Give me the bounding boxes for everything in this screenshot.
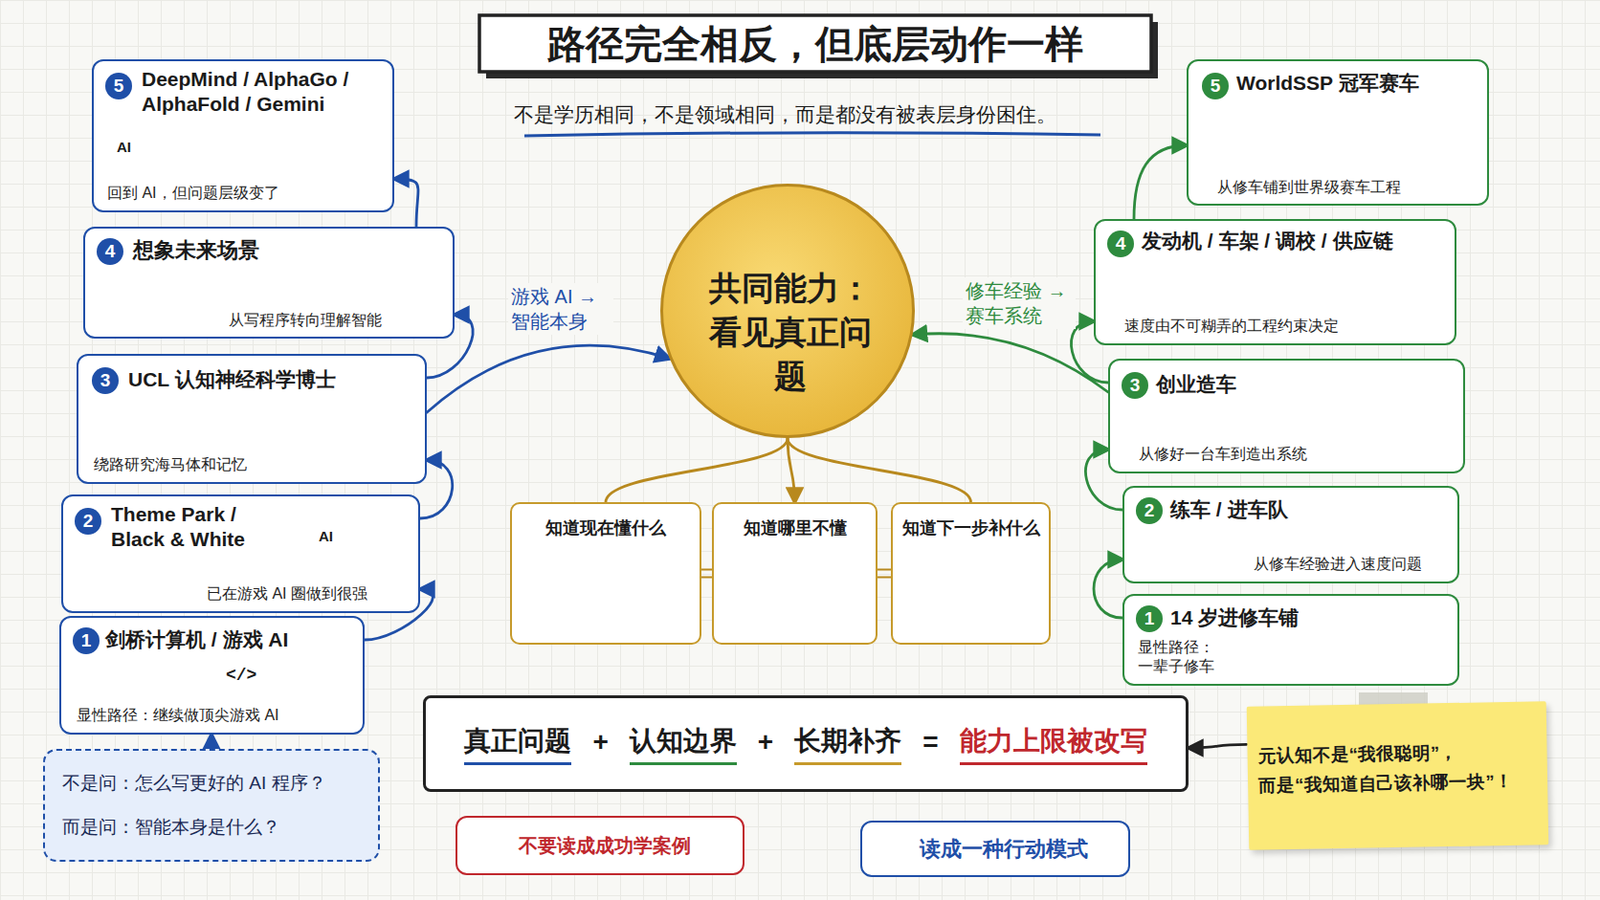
box-heading: DeepMind / AlphaGo / AlphaFold / Gemini <box>141 66 381 118</box>
icon-label: AI <box>318 529 334 546</box>
connector <box>877 570 891 578</box>
box-text: + <box>757 727 774 761</box>
icon-label: </> <box>225 666 257 687</box>
process-box: 4 发动机 / 车架 / 调校 / 供应链速度由不可糊弄的工程约束决定 <box>1093 219 1457 346</box>
ability-box: 知道下一步补什么 <box>890 502 1051 645</box>
title-frame <box>479 15 1152 72</box>
box-text: 知道哪里不懂 <box>713 517 876 540</box>
box-heading: Theme Park / Black & White <box>111 502 284 554</box>
box-text: 知道现在懂什么 <box>511 517 700 540</box>
box-text: 从修车铺到世界级赛车工程 <box>1217 177 1401 198</box>
callout-number: 1 <box>1135 605 1163 633</box>
callout-number: 2 <box>1135 497 1163 525</box>
title-frame <box>479 15 1158 79</box>
box-heading: 想象未来场景 <box>133 237 260 265</box>
caption-underline <box>524 133 1101 136</box>
box-heading: UCL 认知神经科学博士 <box>128 367 336 393</box>
box-text: 从修车经验进入速度问题 <box>1253 555 1423 575</box>
process-box: 5 DeepMind / AlphaGo / AlphaFold / Gemini… <box>91 59 395 213</box>
box-text: 显性路径： 一辈子修车 <box>1137 638 1244 677</box>
connector <box>1133 145 1187 220</box>
box-text: 回到 AI，但问题层级变了 <box>107 183 280 203</box>
box-text: 长期补齐 <box>794 723 902 766</box>
process-box: 3创业造车从修好一台车到造出系统 <box>1108 358 1466 474</box>
icon-label: AI <box>116 139 132 156</box>
callout-number: 4 <box>1107 230 1134 258</box>
connector <box>605 438 788 503</box>
process-box: 3 UCL 认知神经科学博士绕路研究海马体和记忆 <box>76 354 427 485</box>
box-heading: 练车 / 进车队 <box>1170 497 1289 523</box>
box-text: 不要读成成功学案例 <box>518 834 691 859</box>
edge-label: 修车经验 → 赛车系统 <box>962 277 1076 330</box>
box-text: 速度由不可糊弄的工程约束决定 <box>1124 316 1339 336</box>
box-text: = <box>922 727 938 761</box>
edge-label: 游戏 AI → 智能本身 <box>508 283 614 335</box>
callout-number: 3 <box>91 367 119 395</box>
process-box: 1 14 岁进修车铺显性路径： 一辈子修车 <box>1122 594 1460 687</box>
warning-box: 不要读成成功学案例 <box>455 816 745 876</box>
process-box: 1剑桥计算机 / 游戏 AI 显性路径：继续做顶尖游戏 AI <box>59 616 365 735</box>
box-heading: 14 岁进修车铺 <box>1170 605 1299 631</box>
box-text: 能力上限被改写 <box>959 723 1148 766</box>
title-text: 路径完全相反，但底层动作一样 <box>479 17 1152 71</box>
callout-number: 3 <box>1121 372 1149 400</box>
connector <box>787 438 972 503</box>
formula-box: 真正问题 + 认知边界 + 长期补齐 = 能力上限被改写 <box>422 695 1189 793</box>
box-text: 读成一种行动模式 <box>919 836 1089 864</box>
callout-number: 4 <box>96 238 124 266</box>
box-text: 知道下一步补什么 <box>892 517 1049 540</box>
box-heading: WorldSSP 冠军赛车 <box>1236 70 1420 96</box>
sticky-note: 元认知不是“我很聪明”， 而是“我知道自己该补哪一块”！ <box>1246 701 1550 850</box>
box-heading: 发动机 / 车架 / 调校 / 供应链 <box>1141 228 1394 254</box>
box-heading: 剑桥计算机 / 游戏 AI <box>105 627 289 653</box>
connector <box>426 345 670 413</box>
process-box: 2 Theme Park / Black & White 已在游戏 AI 圈做到很强 <box>61 494 421 614</box>
box-text: 共同能力： 看见真正问题 <box>699 266 882 400</box>
connector <box>1188 744 1247 749</box>
box-text: 不是问：怎么写更好的 AI 程序？ <box>62 772 327 796</box>
box-text: 元认知不是“我很聪明”， 而是“我知道自己该补哪一块”！ <box>1257 736 1533 802</box>
box-text: 绕路研究海马体和记忆 <box>93 455 247 475</box>
action-box: 读成一种行动模式 <box>860 821 1131 878</box>
box-text: 从修好一台车到造出系统 <box>1138 444 1308 465</box>
connector <box>210 734 214 750</box>
box-text: 显性路径：继续做顶尖游戏 AI <box>76 706 280 726</box>
process-box: 2 练车 / 进车队从修车经验进入速度问题 <box>1122 486 1460 584</box>
box-heading: 创业造车 <box>1155 372 1237 398</box>
box-text: 认知边界 <box>629 723 737 766</box>
box-text: 已在游戏 AI 圈做到很强 <box>206 584 368 604</box>
callout-number: 1 <box>72 627 100 655</box>
connector <box>701 570 712 578</box>
box-text: 而是问：智能本身是什么？ <box>62 816 281 840</box>
callout-number: 2 <box>74 508 102 535</box>
callout-number: 5 <box>1201 72 1229 100</box>
icon-label: ! <box>487 837 493 857</box>
process-box: 4 想象未来场景从写程序转向理解智能 <box>83 226 455 339</box>
ability-box: 知道哪里不懂 <box>711 502 878 645</box>
caption-text: 不是学历相同，不是领域相同，而是都没有被表层身份困住。 <box>401 101 1168 129</box>
question-box: 不是问：怎么写更好的 AI 程序？ 而是问：智能本身是什么？ <box>43 749 380 863</box>
connector <box>394 178 419 227</box>
box-text: 真正问题 <box>464 723 572 766</box>
connector <box>912 333 1109 393</box>
ability-box: 知道现在懂什么 <box>510 502 702 645</box>
connector <box>1093 559 1123 619</box>
callout-number: 5 <box>105 72 133 100</box>
box-text: + <box>592 727 608 761</box>
box-text: 从写程序转向理解智能 <box>228 311 382 331</box>
core-circle: 共同能力： 看见真正问题 <box>660 183 915 439</box>
process-box: 5 WorldSSP 冠军赛车从修车铺到世界级赛车工程 <box>1186 59 1489 206</box>
